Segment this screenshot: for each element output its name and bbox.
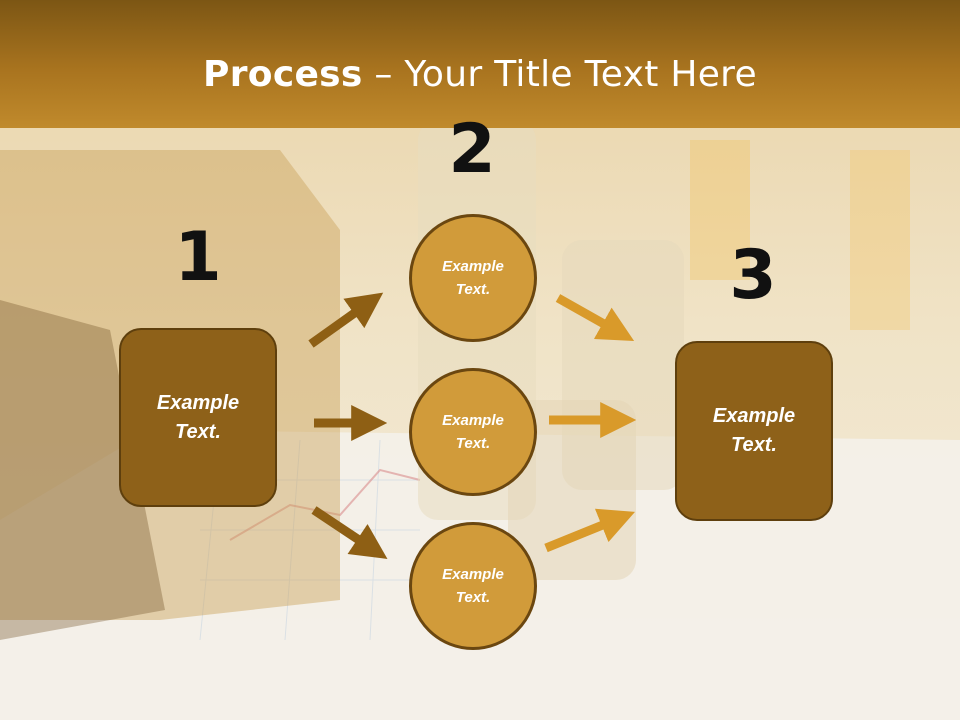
step-box-1-text: Example Text.	[156, 391, 240, 443]
title-band	[0, 0, 960, 128]
circle-top: Example Text.	[409, 214, 537, 342]
slide-title: Process – Your Title Text Here	[0, 50, 960, 100]
title-rest: – Your Title Text Here	[362, 54, 757, 95]
step-box-1: Example Text.	[119, 328, 277, 507]
arrow-down-right-icon	[311, 506, 388, 559]
step-number-2: 2	[448, 110, 496, 189]
title-bold: Process	[203, 54, 363, 95]
circle-bottom-text: Example Text.	[442, 566, 504, 606]
circle-middle: Example Text.	[409, 368, 537, 496]
circle-bottom: Example Text.	[409, 522, 537, 650]
arrow-down-right-icon	[555, 294, 635, 341]
step-number-3: 3	[729, 236, 777, 315]
circle-top-text: Example Text.	[442, 258, 504, 298]
step-box-3: Example Text.	[675, 341, 833, 521]
arrow-up-right-icon	[544, 508, 636, 553]
arrow-up-right-icon	[308, 292, 384, 348]
circle-middle-text: Example Text.	[442, 412, 504, 452]
step-number-1: 1	[174, 218, 222, 297]
step-box-3-text: Example Text.	[712, 405, 796, 456]
